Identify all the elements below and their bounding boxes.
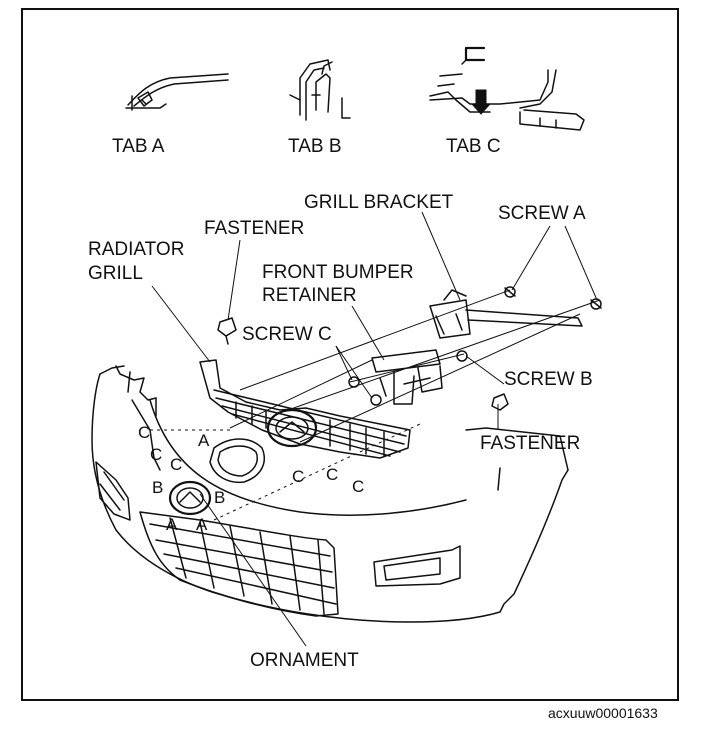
tab-c-sketch [429,46,585,131]
tab-b-sketch [289,59,351,121]
fastener-right-part [491,393,509,411]
tab-c-label: TAB C [446,136,501,157]
tab-a-sketch [125,73,229,111]
point-letter: C [326,465,338,484]
fastener-right-label: FASTENER [480,433,580,454]
ornament-label: ORNAMENT [250,650,359,671]
leader-lines [151,211,598,647]
assembly-lines [150,289,601,521]
grill-bracket-label: GRILL BRACKET [304,192,454,213]
front-bumper-body [91,365,569,623]
point-letter: C [292,467,304,486]
tab-b-label: TAB B [288,136,342,157]
screw-a-label: SCREW A [498,203,586,224]
point-letter: C [170,455,182,474]
front-bumper-retainer-part [371,349,443,405]
radiator-grill-part [199,359,411,459]
front-bumper-retainer-label-line2: RETAINER [262,285,357,306]
point-letter: A [196,515,208,534]
screw-c-label: SCREW C [242,324,332,345]
radiator-grill-label-line1: RADIATOR [88,239,184,260]
screw-a-parts [504,286,602,310]
radiator-grill-label-line2: GRILL [88,263,143,284]
grill-bracket-part [429,289,583,339]
point-letter: C [138,423,150,442]
screw-b-label: SCREW B [504,369,593,390]
point-letter: B [214,488,225,507]
point-letter: A [166,515,178,534]
fastener-top-label: FASTENER [204,218,304,239]
figure-code: acxuuw00001633 [548,705,658,721]
point-letter: C [352,477,364,496]
diagram-frame [21,8,679,701]
screw-c-parts [348,376,382,406]
ornament-part [168,480,212,516]
clip-point-letters: C C C A B B A A C C C [138,423,364,534]
screw-b-part [456,350,468,362]
point-letter: A [198,431,210,450]
fastener-top-part [217,317,237,345]
point-letter: B [152,478,163,497]
tab-a-label: TAB A [112,136,165,157]
point-letter: C [150,445,162,464]
front-bumper-retainer-label-line1: FRONT BUMPER [262,262,414,283]
